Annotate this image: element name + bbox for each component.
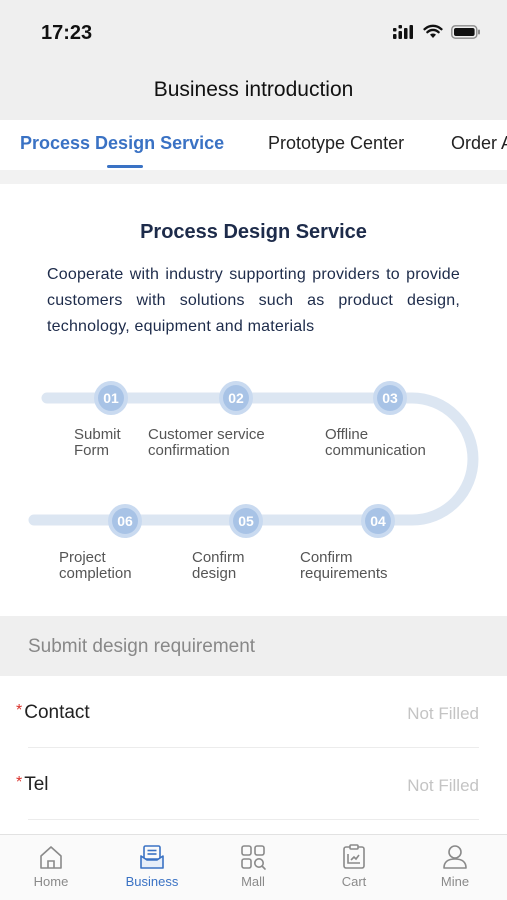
user-icon xyxy=(443,845,467,869)
tabbar-label: Business xyxy=(125,874,179,889)
step-number: 02 xyxy=(228,390,244,406)
business-icon xyxy=(140,845,164,869)
section-description: Cooperate with industry supporting provi… xyxy=(47,266,460,335)
status-bar: 17:23 xyxy=(0,0,507,62)
required-marker: * xyxy=(16,774,23,791)
tab-order[interactable]: Order A xyxy=(451,133,507,153)
tabbar-label: Mine xyxy=(440,874,470,889)
tel-label: *Tel xyxy=(16,774,49,795)
active-tab-indicator xyxy=(107,165,143,168)
wifi-icon xyxy=(423,24,443,38)
tel-value[interactable]: Not Filled xyxy=(407,776,479,795)
step-node-06: 06 xyxy=(108,504,142,538)
step-label-02: Customer service confirmation xyxy=(148,426,265,459)
tabbar-label: Cart xyxy=(341,874,367,889)
cart-icon xyxy=(343,844,365,869)
contact-field[interactable]: *Contact Not Filled xyxy=(0,676,507,748)
process-flow: 01 02 03 04 05 06 Submit Form Customer s… xyxy=(0,184,507,616)
step-label-06: Project completion xyxy=(59,549,132,582)
step-node-05: 05 xyxy=(229,504,263,538)
status-icons xyxy=(393,24,481,39)
step-node-04: 04 xyxy=(361,504,395,538)
tabbar-label: Home xyxy=(33,874,69,889)
required-marker: * xyxy=(16,702,23,719)
tabbar-home[interactable]: Home xyxy=(6,843,96,889)
step-number: 06 xyxy=(117,513,133,529)
process-nodes: 01 02 03 04 05 06 xyxy=(94,381,407,538)
step-label-04: Confirm requirements xyxy=(300,549,388,582)
section-title: Process Design Service xyxy=(140,221,367,243)
battery-icon xyxy=(451,24,480,39)
form-row-partial xyxy=(0,820,507,834)
step-label-05: Confirm design xyxy=(192,549,245,582)
step-label-01: Submit Form xyxy=(74,426,121,459)
signal-icon xyxy=(393,24,413,39)
nav-bar: Business introduction xyxy=(0,62,507,120)
status-time: 17:23 xyxy=(41,22,93,44)
contact-value[interactable]: Not Filled xyxy=(407,704,479,723)
tabbar-mine[interactable]: Mine xyxy=(410,843,500,889)
tabbar-business[interactable]: Business xyxy=(107,843,197,889)
contact-label: *Contact xyxy=(16,702,90,723)
divider xyxy=(28,819,479,820)
form-header-text: Submit design requirement xyxy=(28,636,256,657)
bottom-tab-bar: Home Business Mall Cart xyxy=(0,834,507,900)
tab-strip: Process Design Service Prototype Center … xyxy=(0,120,507,170)
mall-icon xyxy=(241,845,266,870)
step-label-03: Offline communication xyxy=(325,426,426,459)
process-track xyxy=(28,392,479,526)
home-icon xyxy=(40,846,62,869)
tab-process-design-service[interactable]: Process Design Service xyxy=(20,133,225,153)
tabbar-label: Mall xyxy=(241,874,265,889)
step-node-03: 03 xyxy=(373,381,407,415)
step-node-01: 01 xyxy=(94,381,128,415)
tabbar-cart[interactable]: Cart xyxy=(309,843,399,889)
tabbar-mall[interactable]: Mall xyxy=(208,843,298,889)
step-number: 04 xyxy=(370,513,386,529)
form-section-header: Submit design requirement xyxy=(0,616,507,676)
step-node-02: 02 xyxy=(219,381,253,415)
tab-prototype-center[interactable]: Prototype Center xyxy=(268,133,405,153)
page-title: Business introduction xyxy=(153,78,354,101)
step-number: 05 xyxy=(238,513,254,529)
divider xyxy=(28,747,479,748)
tel-field[interactable]: *Tel Not Filled xyxy=(0,748,507,820)
step-number: 01 xyxy=(103,390,119,406)
step-number: 03 xyxy=(382,390,398,406)
